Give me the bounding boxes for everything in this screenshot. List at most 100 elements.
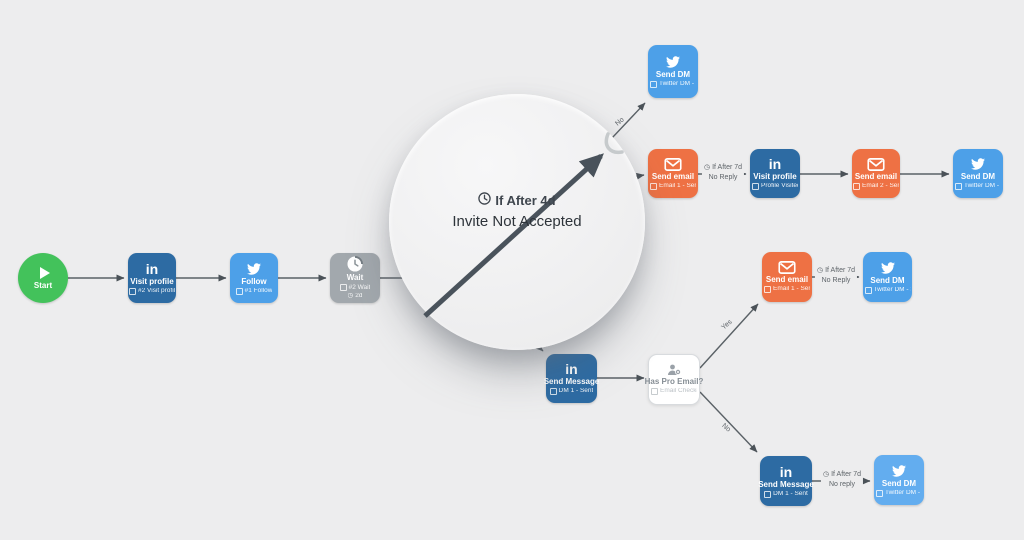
node-subtitle: #2 Visit profile [129,287,175,295]
tag-icon [650,182,657,190]
zoom-lens: If After 4d Invite Not Accepted [389,94,645,350]
edge-no-senddm-top [611,102,646,139]
email-icon [778,261,796,274]
lens-edge-curl [604,132,624,155]
node-duration: ◷2d [348,293,363,300]
play-icon [39,266,50,279]
node-title: Send email [854,171,898,181]
tag-icon [752,183,759,190]
start-node[interactable]: Start [18,253,68,303]
node-subtitle: Twitter DM - S... [864,286,911,294]
node-subtitle: DM 1 - Sent [764,490,808,498]
tag-icon [876,489,883,497]
edge-label-line1: If After 7d [825,267,856,275]
edge-label-after7d-1: ◷If After 7d No Reply [701,163,745,183]
lens-condition-line1: If After 4d [495,192,556,208]
twitter-icon [666,55,680,69]
tag-icon [764,490,772,498]
node-visit-profile-2[interactable]: in Visit profile Profile Visited [750,149,800,198]
lens-condition-label: If After 4d Invite Not Accepted [389,192,645,230]
node-send-message-1[interactable]: in Send Message DM 1 - Sent [543,354,600,403]
tag-icon [650,81,657,88]
node-subtitle-text: Email 2 - Sent [862,182,899,189]
node-subtitle-text: Twitter DM - S... [659,81,696,88]
node-send-message-no[interactable]: in Send Message DM 1 - Sent [758,456,814,506]
node-title: Send DM [960,172,996,181]
node-title: Send email [651,171,695,181]
tag-icon [339,284,347,292]
twitter-icon [247,262,261,276]
clock-icon [478,192,492,208]
node-subtitle-text: DM 1 - Sent [773,490,808,497]
linkedin-icon: in [565,361,578,377]
edge-label-line1: If After 7d [831,471,862,479]
edge-label-line2: No Reply [708,174,738,181]
user-gear-icon [667,364,681,376]
node-send-email-2[interactable]: Send email Email 2 - Sent [852,149,900,198]
node-title: Has Pro Email? [644,377,704,386]
node-send-email-1[interactable]: Send email Email 1 - Sent [648,149,698,198]
node-title: Visit profile [130,276,174,286]
node-send-dm-yes[interactable]: Send DM Twitter DM - S... [863,252,912,302]
node-title: Wait [346,273,364,283]
start-label: Start [33,280,53,290]
node-has-pro-email[interactable]: Has Pro Email? Email Checked [645,354,703,405]
lens-magnified-edge [423,153,604,318]
tag-icon [235,287,243,295]
node-subtitle-text: #2 Visit profile [138,287,175,294]
node-subtitle-text: DM 1 - Sent [558,388,594,395]
twitter-icon [881,261,895,275]
node-subtitle-text: Twitter DM - S... [873,286,911,293]
node-subtitle: #2 Wait [339,284,371,292]
edge-label-after7d-3: ◷If After 7d No reply [820,470,864,490]
clock-icon: ◷ [347,293,354,300]
node-subtitle: Profile Visited [752,183,798,190]
node-subtitle: Twitter DM - S... [876,489,922,497]
lens-condition-line2: Invite Not Accepted [452,213,582,230]
node-send-email-yes[interactable]: Send email Email 1 - Sent [762,252,812,302]
node-subtitle-text: Twitter DM - S... [885,489,922,496]
email-icon [664,158,682,171]
tag-icon [955,183,962,190]
node-subtitle-text: #1 Follow [244,287,273,294]
tag-icon [864,286,872,294]
node-subtitle-text: Email Checked [660,388,697,395]
tag-icon [764,286,771,293]
node-subtitle-text: #2 Wait [348,284,371,291]
node-subtitle-text: Profile Visited [761,183,798,190]
node-title: Send Message [758,479,814,489]
node-title: Visit profile [753,172,797,181]
node-title: Send DM [655,70,691,79]
node-subtitle: DM 1 - Sent [549,388,594,395]
node-subtitle-text: Email 1 - Sent [773,286,810,293]
tag-icon [651,388,658,395]
node-subtitle-text: Email 1 - Sent [659,182,696,189]
email-icon [867,158,885,171]
tag-icon [853,182,860,190]
edge-label-after7d-2: ◷If After 7d No Reply [814,266,858,286]
linkedin-icon: in [779,463,793,480]
node-visit-profile-1[interactable]: in Visit profile #2 Visit profile [128,253,176,303]
node-subtitle: Email 1 - Sent [764,286,810,293]
node-send-dm-top[interactable]: Send DM Twitter DM - S... [648,45,698,98]
edge-yes-sendemail [699,303,759,369]
node-wait[interactable]: Wait #2 Wait ◷2d [330,253,380,303]
node-subtitle: Email Checked [651,388,697,395]
tag-icon [129,287,136,295]
clock-icon: ◷ [816,267,824,275]
node-subtitle: #1 Follow [235,287,273,295]
twitter-icon [892,464,906,478]
edge-label-line1: If After 7d [712,164,743,172]
node-subtitle: Email 2 - Sent [853,182,899,190]
clock-icon: ◷ [822,471,830,479]
node-follow[interactable]: Follow #1 Follow [230,253,278,303]
node-send-dm-no[interactable]: Send DM Twitter DM - S... [874,455,924,505]
node-title: Follow [241,276,267,286]
node-subtitle-text: Twitter DM - S... [964,183,1001,190]
edge-label-line2: No reply [828,481,856,488]
node-duration-text: 2d [355,293,363,300]
node-title: Send Message [543,377,600,386]
clock-icon: ◷ [703,164,711,172]
node-send-dm-mid[interactable]: Send DM Twitter DM - S... [953,149,1003,198]
linkedin-icon: in [768,156,782,172]
